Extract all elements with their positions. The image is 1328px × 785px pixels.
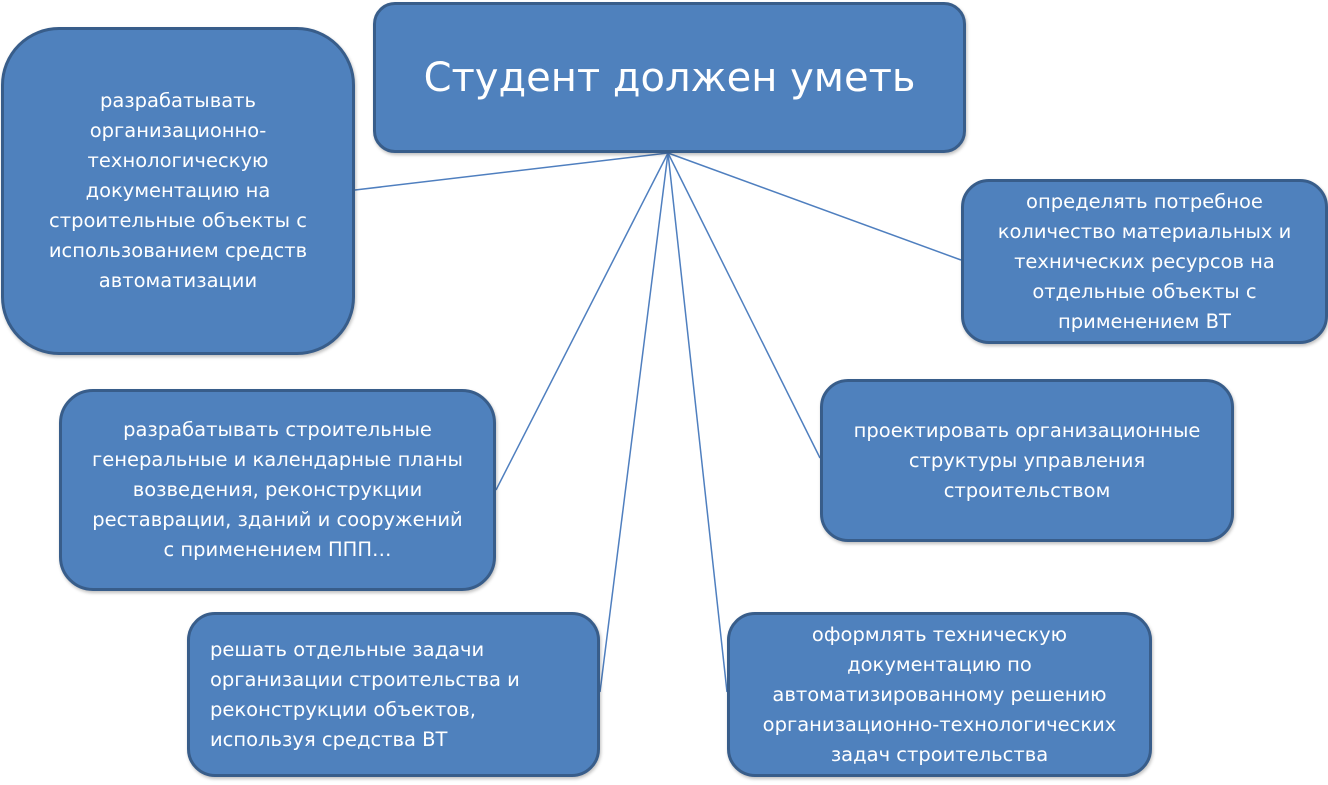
connector-to-skill-4 [667, 152, 821, 459]
skill-node-determine-resources: определять потребное количество материал… [961, 179, 1328, 344]
center-node-title: Студент должен уметь [373, 2, 966, 153]
connector-to-skill-3 [495, 152, 669, 491]
skill-node-develop-plans: разрабатывать строительные генеральные и… [59, 389, 496, 591]
skill-node-develop-documentation: разрабатывать организационно- технологич… [1, 27, 355, 355]
skill-node-prepare-documentation: оформлять техническую документацию по ав… [727, 612, 1152, 777]
connector-to-skill-1 [354, 152, 669, 191]
connector-to-skill-2 [667, 152, 962, 261]
skill-node-solve-tasks: решать отдельные задачи организации стро… [187, 612, 600, 777]
skill-node-design-structures: проектировать организационные структуры … [820, 379, 1234, 542]
connector-to-skill-6 [667, 152, 728, 693]
connector-to-skill-5 [599, 152, 669, 693]
